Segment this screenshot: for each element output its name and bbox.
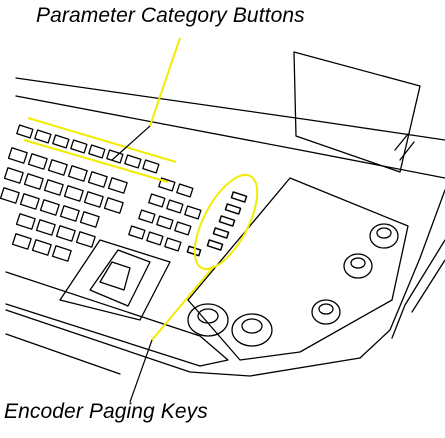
console-left-stripe	[5, 333, 121, 375]
console-top-edge	[15, 77, 445, 141]
callout-parameter-category-buttons: Parameter Category Buttons	[36, 4, 305, 27]
highlight-category-row-upper	[27, 117, 177, 163]
console-back-edge	[15, 95, 445, 179]
right-keypad	[128, 177, 202, 252]
encoder-wheels	[187, 223, 399, 347]
fader-plate	[59, 239, 171, 321]
leader-bottom-black	[129, 339, 153, 403]
console-front-lip	[5, 309, 361, 377]
parameter-category-buttons	[16, 124, 160, 174]
leader-top-black	[111, 125, 151, 161]
leader-top-yellow	[149, 37, 181, 127]
console-front-edge	[5, 271, 229, 367]
fader-knob	[99, 261, 131, 291]
leader-bottom-yellow	[151, 265, 215, 341]
callout-encoder-paging-keys: Encoder Paging Keys	[4, 400, 208, 423]
console-right-rail	[391, 239, 445, 339]
console-right-side	[359, 189, 445, 359]
highlight-category-row-lower	[23, 139, 169, 183]
main-keypad	[0, 147, 128, 262]
highlight-paging-keys	[193, 173, 259, 271]
encoder-panel	[187, 177, 409, 361]
fader-slot	[89, 249, 151, 307]
console-display-panel	[293, 51, 421, 173]
display-glare	[394, 133, 415, 161]
